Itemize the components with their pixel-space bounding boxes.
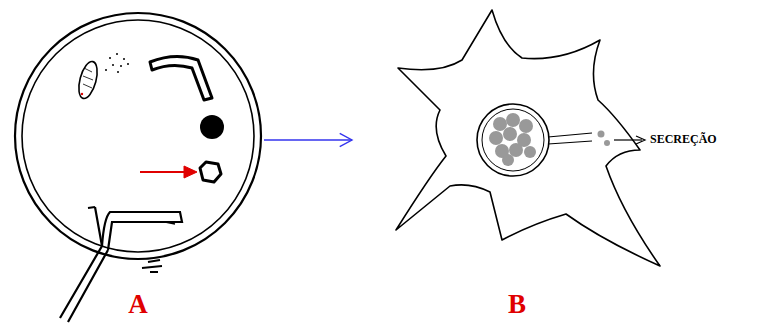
process-arrow bbox=[264, 139, 352, 140]
cell-b-drawing bbox=[396, 10, 660, 266]
connector-group bbox=[264, 133, 352, 146]
cell-figure: B bbox=[352, 4, 682, 324]
figure-letter: B bbox=[508, 290, 526, 320]
secretion-label: SECREÇÃO bbox=[650, 132, 717, 147]
cell-a-drawing bbox=[15, 13, 261, 322]
figure-letter: A bbox=[128, 290, 148, 320]
cell-figure: A bbox=[12, 8, 264, 324]
arrow-head bbox=[340, 133, 352, 146]
